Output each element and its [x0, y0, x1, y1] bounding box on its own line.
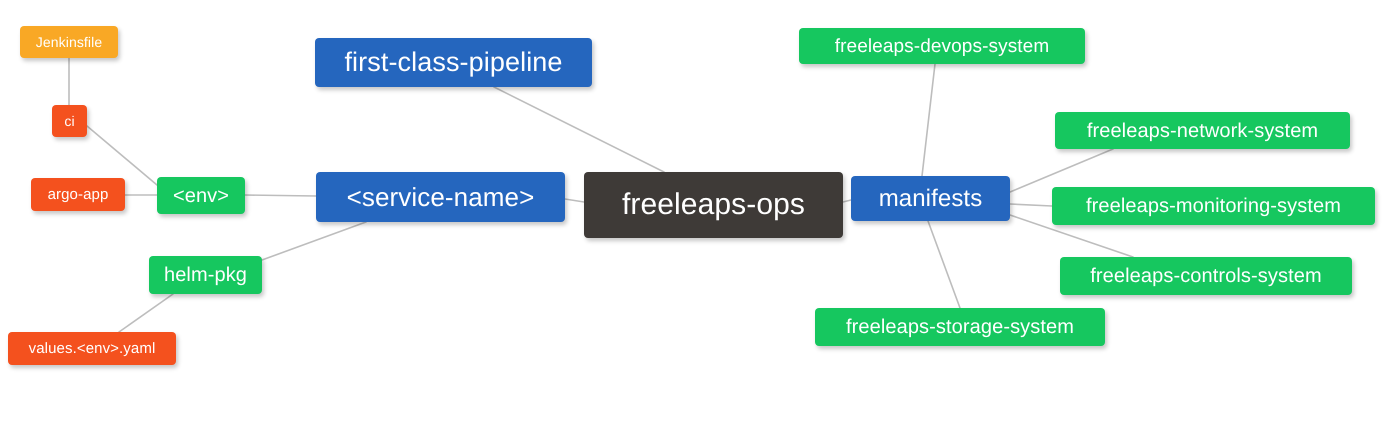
node-label-manifests: manifests [878, 184, 983, 212]
node-label-freeleaps-controls-system: freeleaps-controls-system [1090, 265, 1322, 287]
node-freeleaps-devops-system[interactable]: freeleaps-devops-system [799, 28, 1085, 64]
edge-service-name-helm-pkg [261, 221, 367, 261]
edge-env-service-name [244, 194, 317, 197]
node-label-freeleaps-monitoring-system: freeleaps-monitoring-system [1085, 195, 1341, 217]
node-label-ci: ci [64, 113, 75, 129]
node-label-freeleaps-ops: freeleaps-ops [621, 188, 806, 221]
node-label-jenkinsfile: Jenkinsfile [35, 34, 103, 50]
edge-manifests-network [1009, 148, 1114, 193]
edge-manifests-monitoring [1009, 203, 1053, 207]
node-label-freeleaps-network-system: freeleaps-network-system [1086, 119, 1319, 142]
edge-ci-env [86, 125, 158, 186]
edge-helm-pkg-values-yaml [118, 293, 174, 333]
node-label-first-class-pipeline: first-class-pipeline [344, 47, 563, 77]
node-helm-pkg[interactable]: helm-pkg [149, 256, 262, 294]
node-first-class-pipeline[interactable]: first-class-pipeline [315, 38, 592, 87]
edge-pipeline-ops [493, 86, 665, 173]
node-jenkinsfile[interactable]: Jenkinsfile [20, 26, 118, 58]
node-freeleaps-storage-system[interactable]: freeleaps-storage-system [815, 308, 1105, 346]
node-label-freeleaps-storage-system: freeleaps-storage-system [845, 316, 1075, 338]
node-label-helm-pkg: helm-pkg [163, 264, 248, 286]
edge-service-name-ops [564, 198, 585, 203]
edge-ops-manifests [842, 199, 852, 203]
node-freeleaps-ops[interactable]: freeleaps-ops [584, 172, 843, 238]
node-label-values-yaml: values.<env>.yaml [28, 340, 156, 357]
edge-manifests-devops [921, 63, 936, 177]
node-label-argo-app: argo-app [47, 186, 109, 203]
node-env[interactable]: <env> [157, 177, 245, 214]
node-values-yaml[interactable]: values.<env>.yaml [8, 332, 176, 365]
node-label-env: <env> [172, 184, 230, 207]
node-label-freeleaps-devops-system: freeleaps-devops-system [834, 35, 1050, 57]
node-label-service-name: <service-name> [346, 182, 535, 212]
node-freeleaps-controls-system[interactable]: freeleaps-controls-system [1060, 257, 1352, 295]
node-ci[interactable]: ci [52, 105, 87, 137]
node-freeleaps-monitoring-system[interactable]: freeleaps-monitoring-system [1052, 187, 1375, 225]
node-manifests[interactable]: manifests [851, 176, 1010, 221]
node-argo-app[interactable]: argo-app [31, 178, 125, 211]
edge-manifests-storage [927, 220, 961, 309]
node-freeleaps-network-system[interactable]: freeleaps-network-system [1055, 112, 1350, 149]
node-service-name[interactable]: <service-name> [316, 172, 565, 222]
